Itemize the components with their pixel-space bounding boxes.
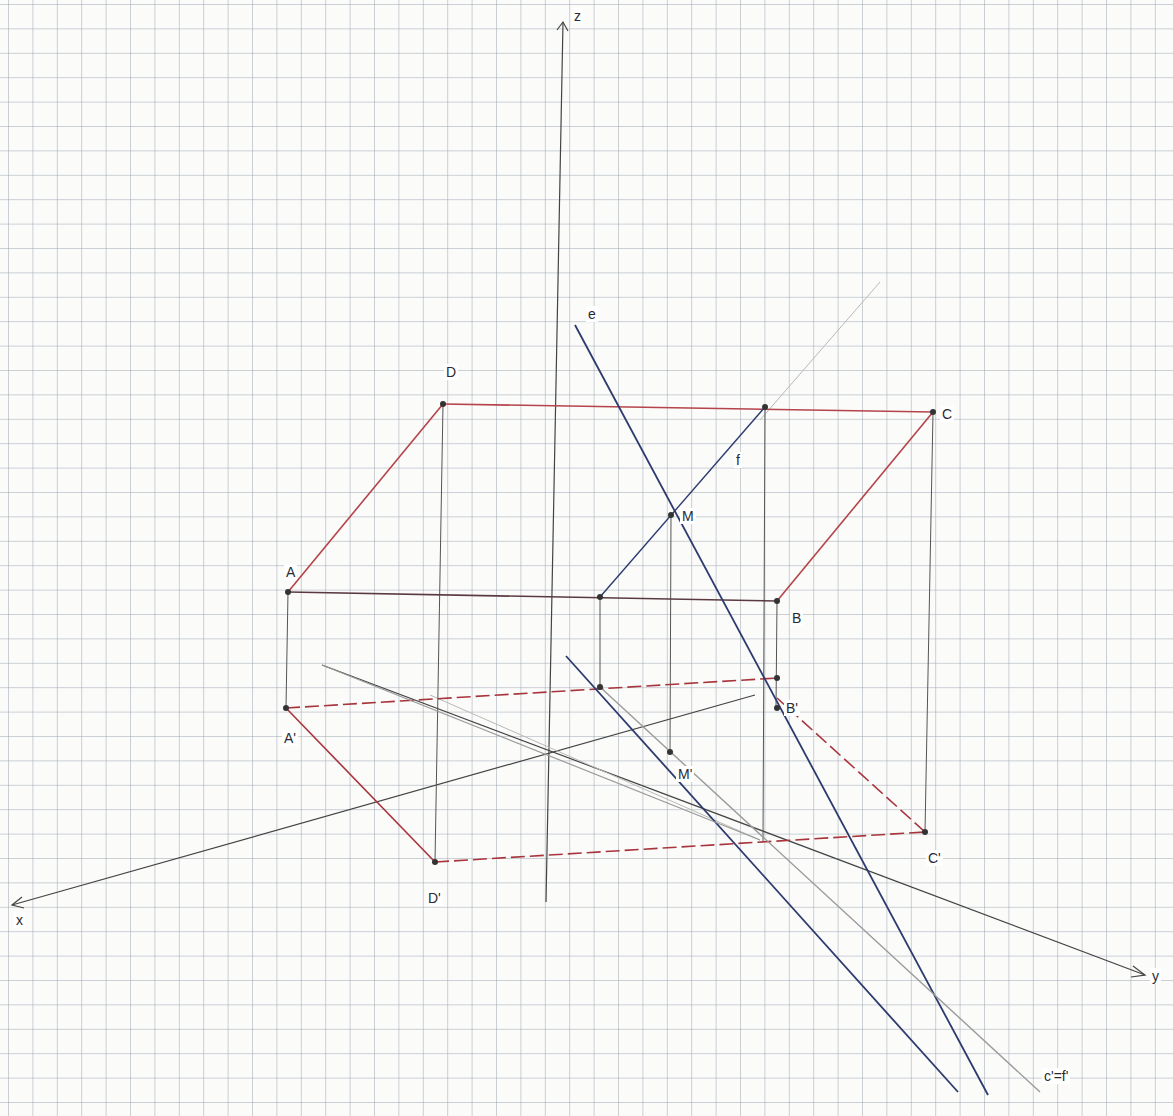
construction-line	[760, 282, 880, 420]
point	[285, 589, 291, 595]
point-label: f	[734, 452, 742, 468]
construction-line	[430, 695, 760, 840]
point	[597, 594, 603, 600]
point	[597, 684, 603, 690]
projector	[286, 592, 288, 708]
point-label: c'=f'	[1042, 1068, 1070, 1084]
point-label: e	[586, 306, 598, 322]
edge-line	[286, 678, 777, 708]
point-label: D'	[426, 890, 443, 906]
line-e	[575, 325, 988, 1095]
point-label: B	[790, 610, 803, 626]
edge-line	[777, 412, 933, 601]
y-axis	[322, 665, 1145, 975]
point	[930, 409, 936, 415]
projector	[670, 515, 671, 752]
points	[283, 401, 936, 865]
z-axis	[546, 22, 563, 902]
point	[922, 829, 928, 835]
lines	[322, 325, 1040, 1095]
edge-line	[286, 708, 435, 862]
point-label: C	[940, 406, 954, 422]
point-label: y	[1150, 968, 1161, 984]
point	[762, 404, 768, 410]
edge-line	[777, 698, 925, 832]
projector	[435, 404, 443, 862]
point-label: B'	[784, 700, 800, 716]
point	[774, 598, 780, 604]
projector	[600, 597, 601, 687]
top-face	[288, 404, 933, 601]
projected-face	[286, 678, 925, 862]
projector	[763, 407, 765, 842]
point-label: A	[284, 564, 297, 580]
edge-line	[288, 404, 443, 592]
point-label: A'	[282, 730, 298, 746]
line-f	[600, 407, 765, 597]
axis-arrow	[1131, 966, 1145, 977]
construction-line	[322, 665, 760, 840]
point	[283, 705, 289, 711]
point	[432, 859, 438, 865]
axis-arrow	[12, 897, 24, 908]
point-label: M	[680, 508, 696, 524]
axis-arrow	[557, 22, 568, 31]
point-label: z	[572, 8, 583, 24]
edge-line	[288, 592, 777, 601]
projector	[776, 601, 777, 708]
point	[667, 749, 673, 755]
point-label: C'	[926, 850, 943, 866]
projectors	[286, 404, 933, 862]
line-f-projection	[600, 687, 1040, 1092]
point-label: M'	[676, 766, 694, 782]
edge-line	[443, 404, 933, 412]
axes	[12, 22, 1145, 977]
point	[440, 401, 446, 407]
point	[668, 512, 674, 518]
line-e-projection	[566, 656, 958, 1092]
point-label: D	[444, 364, 458, 380]
point	[774, 705, 780, 711]
projector	[925, 412, 933, 832]
point	[774, 675, 780, 681]
edge-line	[435, 832, 925, 862]
point-label: x	[14, 912, 25, 928]
